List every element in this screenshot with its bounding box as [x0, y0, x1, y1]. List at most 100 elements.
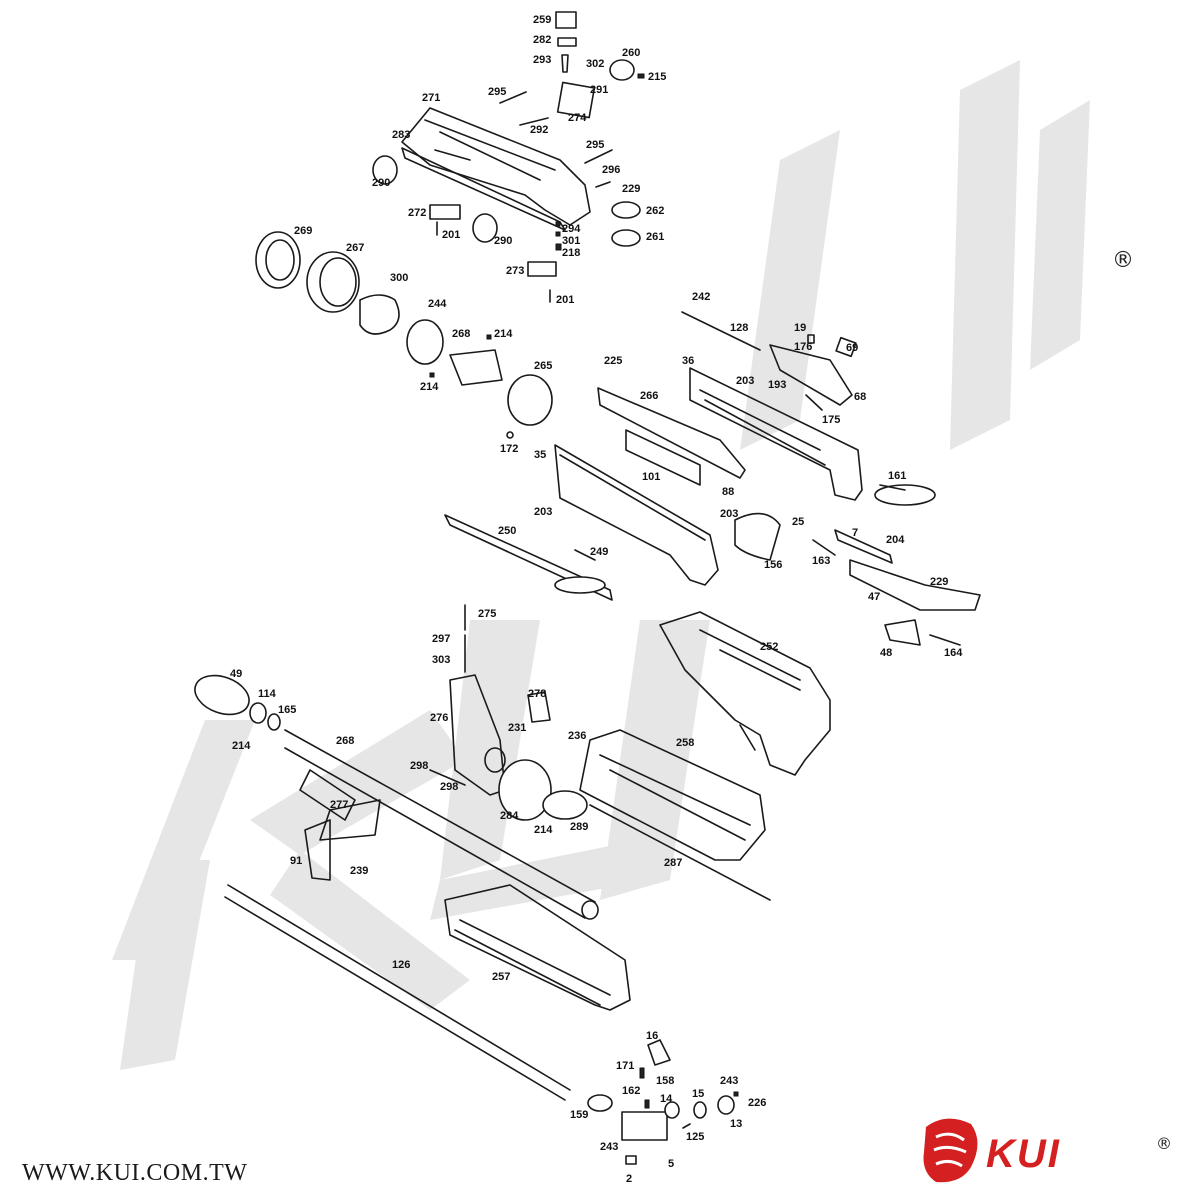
- part-label: 229: [622, 183, 640, 195]
- part-label: 226: [748, 1097, 766, 1109]
- website-url: WWW.KUI.COM.TW: [22, 1160, 248, 1186]
- part-label: 201: [442, 229, 460, 241]
- part-label: 7: [852, 527, 858, 539]
- part-label: 218: [562, 247, 580, 259]
- part-label: 69: [846, 342, 858, 354]
- part-label: 201: [556, 294, 574, 306]
- front-sight-group: [194, 604, 771, 920]
- part-label: 203: [736, 375, 754, 387]
- lower-receiver: [659, 611, 831, 776]
- part-label: 243: [600, 1141, 618, 1153]
- carry-handle-group: [372, 11, 645, 303]
- part-label: 290: [372, 177, 390, 189]
- part-label: 291: [590, 84, 608, 96]
- part-label: 239: [350, 865, 368, 877]
- part-label: 14: [660, 1093, 673, 1105]
- part-label: 262: [646, 205, 664, 217]
- part-label: 267: [346, 242, 364, 254]
- part-label: 91: [290, 855, 302, 867]
- part-label: 159: [570, 1109, 588, 1121]
- part-label: 277: [330, 799, 348, 811]
- part-label: 260: [622, 47, 640, 59]
- part-label: 165: [278, 704, 296, 716]
- part-label: 278: [528, 688, 546, 700]
- part-label: 298: [440, 781, 458, 793]
- brand-registered-mark: ®: [1156, 1134, 1172, 1153]
- part-label: 88: [722, 486, 734, 498]
- registered-mark: ®: [1112, 248, 1134, 273]
- part-label: 289: [570, 821, 588, 833]
- part-label: 229: [930, 576, 948, 588]
- brand-name: KUI: [986, 1132, 1061, 1176]
- lion-head-icon: [923, 1118, 978, 1183]
- part-labels: 259 282 293 302 260 215 291 295 271 274 …: [230, 14, 963, 1185]
- part-label: 258: [676, 737, 694, 749]
- part-label: 128: [730, 322, 748, 334]
- part-label: 13: [730, 1118, 742, 1130]
- part-label: 282: [533, 34, 551, 46]
- part-label: 19: [794, 322, 806, 334]
- part-label: 294: [562, 223, 581, 235]
- part-label: 36: [682, 355, 694, 367]
- part-label: 252: [760, 641, 778, 653]
- part-label: 214: [494, 328, 513, 340]
- part-label: 244: [428, 298, 447, 310]
- part-label: 292: [530, 124, 548, 136]
- part-label: 265: [534, 360, 552, 372]
- part-label: 287: [664, 857, 682, 869]
- part-label: 271: [422, 92, 440, 104]
- part-label: 298: [410, 760, 428, 772]
- part-label: 35: [534, 449, 546, 461]
- part-label: 290: [494, 235, 512, 247]
- part-label: 273: [506, 265, 524, 277]
- part-label: 176: [794, 341, 812, 353]
- watermark-logo: [112, 60, 1090, 1070]
- part-label: 300: [390, 272, 408, 284]
- part-label: 16: [646, 1030, 658, 1042]
- part-label: 274: [568, 112, 587, 124]
- part-label: 266: [640, 390, 658, 402]
- part-label: 15: [692, 1088, 704, 1100]
- part-label: 272: [408, 207, 426, 219]
- upper-receiver-group: [444, 311, 981, 646]
- part-label: 2: [626, 1173, 632, 1185]
- part-label: 259: [533, 14, 551, 26]
- part-label: 242: [692, 291, 710, 303]
- part-label: 203: [534, 506, 552, 518]
- handguard-group: [224, 729, 766, 1101]
- part-label: 204: [886, 534, 905, 546]
- part-label: 48: [880, 647, 892, 659]
- part-label: 250: [498, 525, 516, 537]
- part-label: 301: [562, 235, 580, 247]
- part-label: 193: [768, 379, 786, 391]
- part-label: 302: [586, 58, 604, 70]
- part-label: 275: [478, 608, 496, 620]
- part-label: 161: [888, 470, 906, 482]
- part-label: 214: [420, 381, 439, 393]
- part-label: 162: [622, 1085, 640, 1097]
- part-label: 293: [533, 54, 551, 66]
- brand-logo: KUI ®: [916, 1112, 1186, 1192]
- part-label: 269: [294, 225, 312, 237]
- part-label: 295: [586, 139, 604, 151]
- part-label: 257: [492, 971, 510, 983]
- part-label: 156: [764, 559, 782, 571]
- part-label: 295: [488, 86, 506, 98]
- part-label: 203: [720, 508, 738, 520]
- part-label: 101: [642, 471, 660, 483]
- part-label: 163: [812, 555, 830, 567]
- part-label: 249: [590, 546, 608, 558]
- part-label: 296: [602, 164, 620, 176]
- part-label: 158: [656, 1075, 674, 1087]
- small-parts-group: [587, 1039, 739, 1165]
- part-label: 126: [392, 959, 410, 971]
- part-label: 261: [646, 231, 664, 243]
- part-label: 114: [258, 688, 277, 700]
- part-label: 214: [534, 824, 553, 836]
- part-label: 297: [432, 633, 450, 645]
- part-label: 5: [668, 1158, 674, 1170]
- part-label: 268: [336, 735, 354, 747]
- part-label: 172: [500, 443, 518, 455]
- part-label: 284: [500, 810, 519, 822]
